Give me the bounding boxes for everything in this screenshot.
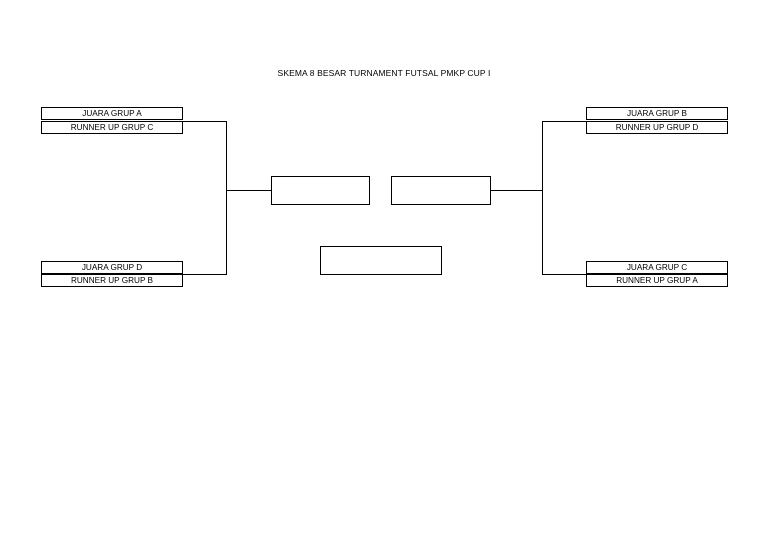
semifinal-right-box xyxy=(391,176,491,205)
team-slot: RUNNER UP GRUP D xyxy=(586,121,728,134)
bracket-line xyxy=(542,274,587,275)
bracket-line xyxy=(226,121,227,275)
team-slot: RUNNER UP GRUP A xyxy=(586,274,728,287)
final-box xyxy=(320,246,442,275)
bracket-line xyxy=(182,274,227,275)
team-slot: JUARA GRUP D xyxy=(41,261,183,274)
team-slot: JUARA GRUP A xyxy=(41,107,183,120)
bracket-line xyxy=(490,190,543,191)
team-slot: RUNNER UP GRUP C xyxy=(41,121,183,134)
bracket-line xyxy=(226,190,271,191)
bracket-line xyxy=(542,121,543,275)
diagram-title: SKEMA 8 BESAR TURNAMENT FUTSAL PMKP CUP … xyxy=(277,68,491,78)
team-slot: JUARA GRUP B xyxy=(586,107,728,120)
team-slot: JUARA GRUP C xyxy=(586,261,728,274)
team-slot: RUNNER UP GRUP B xyxy=(41,274,183,287)
bracket-line xyxy=(182,121,227,122)
semifinal-left-box xyxy=(271,176,370,205)
bracket-line xyxy=(542,121,587,122)
